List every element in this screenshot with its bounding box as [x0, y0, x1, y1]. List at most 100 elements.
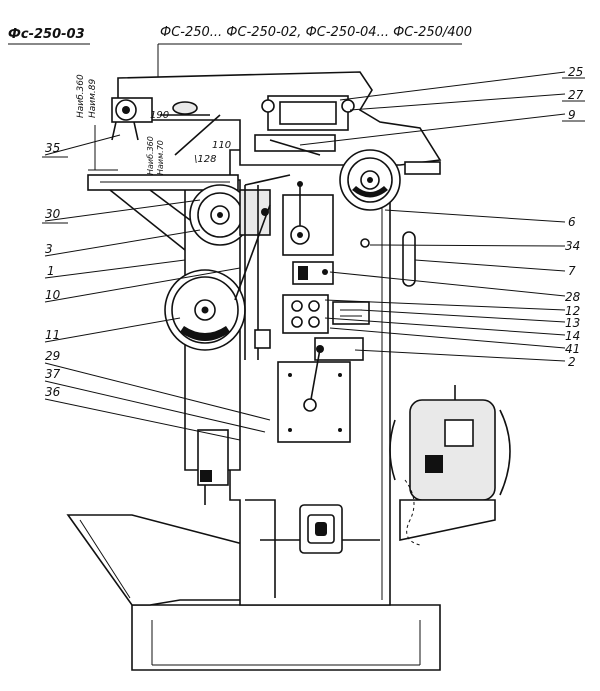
models-title: ФС-250... ФС-250-02, ФС-250-04... ФС-250… — [160, 25, 472, 40]
motor-body — [409, 399, 496, 501]
handwheel-lower-grip — [180, 326, 230, 341]
dim-70-label: Наим.70 — [156, 140, 165, 175]
dim-360b-label: Наиб.360 — [146, 136, 155, 175]
upper-control-knob-center — [297, 232, 303, 238]
callout-10: 10 — [45, 288, 61, 302]
panel-screw-1 — [288, 373, 292, 377]
column-cover-panel — [277, 361, 351, 443]
leader-25 — [339, 71, 566, 101]
callout-3: 3 — [45, 242, 53, 256]
switch-indicator — [322, 269, 328, 275]
tray-edge — [79, 519, 131, 599]
lever-plate — [314, 337, 364, 361]
leader-10 — [44, 267, 241, 303]
handwheel-shaft — [404, 161, 441, 175]
callout-34: 34 — [565, 239, 580, 253]
upper-feed-box — [254, 134, 336, 152]
handwheel-right-center — [367, 177, 373, 183]
callout-27: 27 — [568, 88, 584, 102]
dim-89-label: Наим.89 — [88, 78, 98, 118]
button-2 — [308, 300, 320, 312]
leader-13 — [359, 309, 566, 323]
motor-cable — [404, 479, 421, 546]
leader-3 — [44, 229, 201, 257]
button-4 — [308, 316, 320, 328]
spindle-clamp — [111, 121, 139, 141]
dim-110: 110 — [212, 140, 231, 151]
head-window — [279, 101, 337, 125]
callout-7: 7 — [568, 264, 576, 278]
callout-13: 13 — [565, 316, 580, 330]
handwheel-lower-rim — [171, 276, 239, 344]
panel-screw-4 — [338, 428, 342, 432]
head-screw-right — [341, 99, 355, 113]
handwheel-right-grip — [352, 186, 388, 198]
feed-lever-knob — [261, 208, 269, 216]
leader-9 — [299, 113, 566, 146]
leader-28 — [329, 271, 566, 297]
callout-41: 41 — [565, 342, 580, 356]
head-handle — [172, 101, 198, 115]
motor-mount — [399, 499, 496, 541]
leader-7 — [414, 259, 566, 272]
leader-29 — [44, 362, 271, 421]
callout-25: 25 — [568, 65, 583, 79]
slide-top — [244, 174, 291, 186]
handwheel-upper-left-center — [217, 212, 223, 218]
callout-2: 2 — [568, 355, 576, 369]
motor-left-cap — [389, 419, 396, 481]
button-panel — [282, 294, 329, 334]
leader-12 — [324, 299, 566, 311]
callout-12: 12 — [565, 304, 580, 318]
handwheel-lower-center — [201, 306, 209, 314]
upper-control-lever-tip — [297, 181, 303, 187]
head-screw-left — [261, 99, 275, 113]
leader-6 — [384, 209, 566, 223]
screw-34 — [360, 238, 370, 248]
panel-screw-2 — [288, 428, 292, 432]
leader-2 — [354, 349, 566, 362]
callout-1: 1 — [47, 264, 55, 278]
knee-nut — [200, 470, 212, 482]
motor-fan-grill — [425, 455, 443, 473]
button-1 — [291, 300, 303, 312]
leader-14 — [324, 317, 566, 336]
callout-6: 6 — [568, 215, 576, 229]
upper-control-plate — [282, 194, 334, 256]
base-pedestal — [131, 604, 441, 671]
spindle-knob-center — [122, 106, 130, 114]
motor-right-cap — [499, 409, 511, 496]
switch-toggle — [298, 266, 308, 280]
upper-feed-rod — [269, 139, 321, 156]
lock-block — [254, 329, 271, 349]
table-brace — [109, 189, 186, 251]
leader-11 — [44, 317, 181, 343]
callout-9: 9 — [568, 108, 576, 122]
callout-29: 29 — [45, 349, 60, 363]
motor-terminal-box — [444, 419, 474, 447]
callout-11: 11 — [45, 328, 60, 342]
feed-lever — [234, 204, 271, 301]
leader-27 — [349, 93, 566, 111]
callout-14: 14 — [565, 329, 580, 343]
callout-37: 37 — [45, 367, 61, 381]
leader-35 — [44, 134, 121, 156]
callout-28: 28 — [565, 290, 581, 304]
lower-lever — [309, 348, 321, 406]
door-handle-frame — [307, 514, 335, 544]
leader-30 — [44, 199, 201, 222]
leader-37 — [44, 380, 266, 433]
panel-screw-3 — [338, 373, 342, 377]
lower-lever-knob — [303, 398, 317, 412]
leader-41 — [329, 327, 566, 349]
callout-30: 30 — [45, 207, 61, 221]
callout-36: 36 — [45, 385, 61, 399]
nameplate — [332, 301, 370, 325]
button-3 — [291, 316, 303, 328]
leader-1 — [44, 259, 186, 279]
adjust-slot — [402, 231, 416, 287]
column-step — [245, 499, 276, 598]
table-brace-2 — [149, 189, 191, 221]
